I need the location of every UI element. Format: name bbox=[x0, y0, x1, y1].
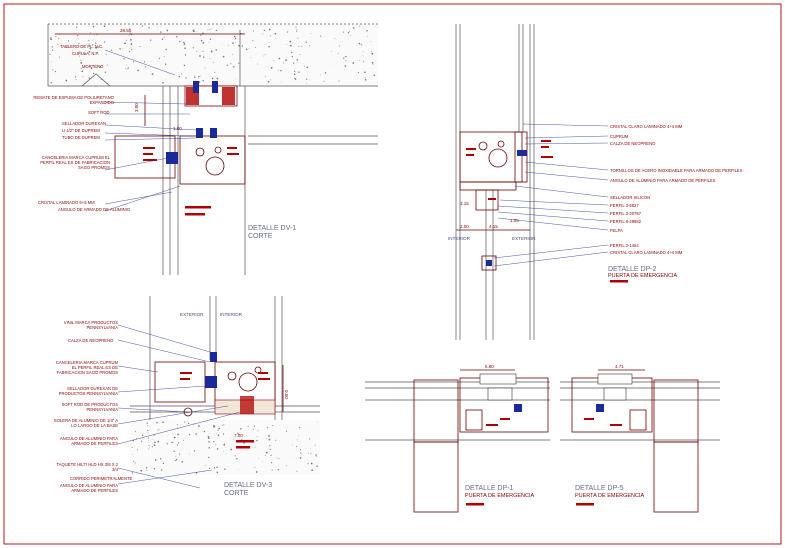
dv1-label-5: SELLADOR DUREXAN bbox=[62, 121, 106, 126]
dv1-label-1: CUPULA, N.P. bbox=[72, 51, 99, 56]
dv3-label-2: CANCELERIA MARCA CUPRUM EL PERFIL REAL E… bbox=[55, 360, 118, 376]
dv3-title: DETALLE DV-3 bbox=[224, 482, 272, 489]
dv1-label-10: ANGULO DE ARMADO DE ALUMINIO bbox=[58, 207, 131, 212]
dp2-label-0: CRISTAL CLARO LAMINADO 4+4 MM bbox=[610, 124, 683, 129]
dv1-sub: CORTE bbox=[248, 233, 273, 240]
dv3-label-1: CALZA DE NEOPRENO bbox=[68, 338, 114, 343]
dp2-label-2: CALZA DE NEOPRENO bbox=[610, 141, 656, 146]
detail-dp2: 3.15 2.00 4.15 1.05 INTERIOR EXTERIOR CR… bbox=[448, 24, 743, 340]
dp2-exterior: EXTERIOR bbox=[512, 236, 536, 241]
dv1-label-0: TABLERO DE PL. N.C. bbox=[60, 44, 103, 49]
dim-dp2-b: 2.00 bbox=[460, 224, 469, 229]
detail-dp5: 4.71 DETALLE DP-5 PUERTA DE EMERGENCIA bbox=[560, 364, 720, 513]
dv3-label-5: SOLERA DE ALUMINIO DE 1/4" A LO LARGO DE… bbox=[53, 418, 118, 429]
dp5-title: DETALLE DP-5 bbox=[575, 485, 624, 492]
dim-dv1-left: 3.00 bbox=[134, 103, 139, 112]
dim-dv1-top: 28.50 bbox=[120, 28, 132, 33]
dv3-interior: INTERIOR bbox=[220, 312, 243, 317]
dp2-label-6: PERFIL 3-5827 bbox=[610, 203, 639, 208]
detail-dv3: 0.50 7.00 EXTERIOR INTERIOR VINIL MARCA … bbox=[53, 296, 320, 497]
dp2-title: DETALLE DP-2 bbox=[608, 266, 657, 273]
dv1-label-7: TUBO DE DUPREM bbox=[62, 135, 100, 140]
dv3-label-9: ANGULO DE ALUMINIO PARA ARMADO DE PERFIL… bbox=[59, 483, 118, 494]
dv3-label-0: VINIL MARCA PRODUCTOS PENNSYLVANIA bbox=[63, 320, 118, 331]
dv3-sub: CORTE bbox=[224, 490, 249, 497]
dv3-label-6: ANGULO DE ALUMINIO PARA ARMADO DE PERFIL… bbox=[59, 436, 118, 447]
dim-dp5-top: 4.71 bbox=[615, 364, 624, 369]
dv1-label-2: MORTERO bbox=[82, 64, 104, 69]
detail-dp1: 5.80 DETALLE DP-1 PUERTA DE EMERGENCIA bbox=[365, 364, 550, 513]
dp2-interior: INTERIOR bbox=[448, 236, 471, 241]
dim-dv3-a: 0.50 bbox=[284, 390, 289, 399]
dp1-sub: PUERTA DE EMERGENCIA bbox=[465, 493, 535, 499]
dv1-label-8: CANCELERIA MARCA CUPRUM EL PERFIL REAL E… bbox=[40, 155, 110, 171]
dim-dv1-mid: 1.00 bbox=[173, 126, 182, 131]
dv3-label-3: SELLADOR DUREXAN DE PRODUCTOS PENNSYLVAN… bbox=[58, 386, 118, 397]
dp2-label-5: SELLADOR SILICON bbox=[610, 195, 650, 200]
dv1-label-9: CRISTAL LAMINADO 5+5 MM bbox=[38, 200, 95, 205]
dv1-label-4: SOFT ROD bbox=[88, 110, 110, 115]
dp2-label-1: CUPRUM bbox=[610, 134, 629, 139]
dp2-label-11: CRISTAL CLARO LAMINADO 4+4 MM bbox=[610, 250, 683, 255]
dp2-label-10: PERFIL 3-1454 bbox=[610, 243, 639, 248]
dim-dp1-top: 5.80 bbox=[485, 364, 494, 369]
dp2-label-3: TORNILLOS DE ACERO INOXIDABLE PARA ARMAD… bbox=[610, 168, 743, 173]
dv3-label-8: CORRIDO PERIMETRALMENTE bbox=[70, 476, 133, 481]
dp5-sub: PUERTA DE EMERGENCIA bbox=[575, 493, 645, 499]
dim-dv3-b: 7.00 bbox=[234, 433, 243, 438]
detail-dv1: 28.50 3.00 1.00 bbox=[33, 23, 378, 275]
dv3-exterior: EXTERIOR bbox=[180, 312, 204, 317]
dp2-label-7: PERFIL 3-20787 bbox=[610, 211, 642, 216]
dv1-label-6: U 1/2" DE DUPREM bbox=[62, 128, 100, 133]
dim-dp2-d: 1.05 bbox=[510, 218, 519, 223]
dv3-label-7: TAQUETE HILTI HLD HX 3/8 X 2 3/4 bbox=[56, 462, 118, 473]
dp2-label-8: PERFIL 8-29882 bbox=[610, 219, 642, 224]
dp1-title: DETALLE DP-1 bbox=[465, 485, 514, 492]
dv1-label-3: REMATE DE ESPUMA DE POLIURETANO EXPANDID… bbox=[33, 95, 114, 106]
dp2-sub: PUERTA DE EMERGENCIA bbox=[608, 273, 678, 279]
dp2-label-4: ANGULO DE ALUMINIO PARA ARMADO DE PERFIL… bbox=[610, 178, 716, 183]
dv1-title: DETALLE DV-1 bbox=[248, 225, 296, 232]
sheet-border bbox=[3, 3, 782, 545]
dv3-label-4: SOFT ROD DE PRODUCTOS PENNSYLVANIA bbox=[61, 402, 118, 413]
dp2-label-9: FELPA bbox=[610, 228, 623, 233]
dim-dp2-c: 4.15 bbox=[489, 224, 498, 229]
dim-dp2-a: 3.15 bbox=[460, 201, 469, 206]
